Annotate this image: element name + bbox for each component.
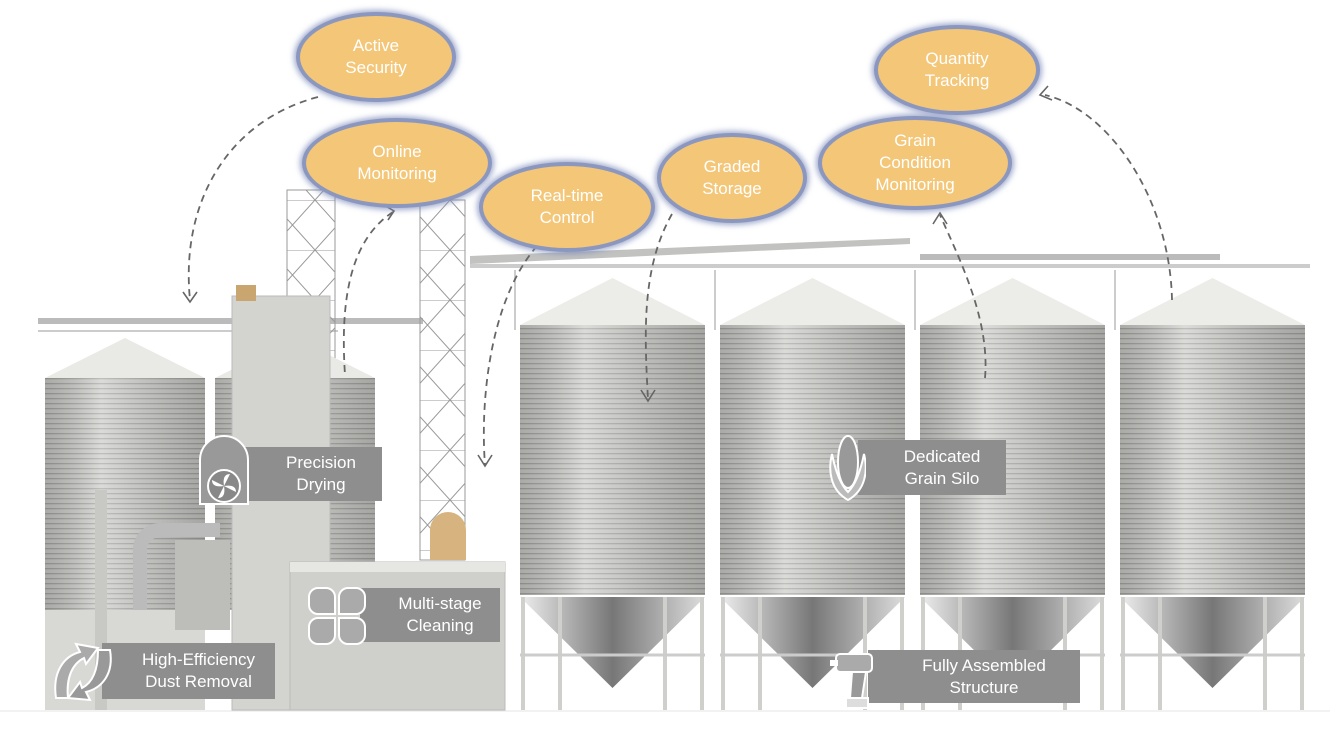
right-conveyor bbox=[470, 238, 910, 264]
label-fully-assembled: Fully Assembled Structure bbox=[868, 650, 1080, 703]
label-text: Multi-stage Cleaning bbox=[398, 594, 482, 635]
bubble-realtime-control: Real-time Control bbox=[479, 162, 655, 252]
bubble-grain-condition-monitoring: Grain Condition Monitoring bbox=[818, 116, 1012, 210]
label-dust-removal: High-Efficiency Dust Removal bbox=[102, 643, 275, 699]
recycle-arrows-icon bbox=[54, 642, 112, 702]
dashed-arrows bbox=[187, 94, 1173, 466]
left-conveyor bbox=[38, 318, 423, 324]
grain-silo bbox=[514, 270, 705, 710]
label-dedicated-grain-silo: Dedicated Grain Silo bbox=[858, 440, 1006, 495]
bubble-text: Active Security bbox=[345, 36, 407, 77]
arrow-quantity-tracking bbox=[1044, 94, 1173, 301]
label-text: Fully Assembled Structure bbox=[922, 655, 1046, 697]
arrow-online-monitoring bbox=[342, 211, 394, 376]
bubble-online-monitoring: Online Monitoring bbox=[302, 118, 492, 208]
label-multistage-cleaning: Multi-stage Cleaning bbox=[360, 588, 500, 642]
grain-silo bbox=[914, 270, 1105, 710]
bubble-text: Grain Condition Monitoring bbox=[875, 131, 955, 194]
elevator-tower bbox=[419, 199, 466, 561]
label-text: Dedicated Grain Silo bbox=[903, 446, 981, 488]
bubble-text: Quantity Tracking bbox=[924, 49, 990, 90]
bubble-active-security: Active Security bbox=[296, 12, 456, 102]
drill-icon bbox=[830, 653, 873, 709]
corn-icon bbox=[829, 435, 866, 502]
bubble-text: Real-time Control bbox=[530, 186, 604, 227]
clover-icon bbox=[308, 587, 366, 645]
label-precision-drying: Precision Drying bbox=[240, 447, 382, 501]
fan-icon bbox=[199, 435, 249, 505]
arrow-grain-condition bbox=[939, 214, 987, 379]
bubble-quantity-tracking: Quantity Tracking bbox=[874, 25, 1040, 115]
grain-silo bbox=[1114, 270, 1305, 710]
arrow-realtime-control bbox=[482, 245, 538, 466]
bubble-text: Online Monitoring bbox=[357, 142, 437, 183]
bubble-graded-storage: Graded Storage bbox=[657, 133, 807, 223]
label-text: High-Efficiency Dust Removal bbox=[141, 650, 256, 691]
arrow-graded-storage bbox=[644, 213, 673, 401]
bubble-text: Graded Storage bbox=[702, 157, 762, 198]
label-text: Precision Drying bbox=[286, 453, 356, 494]
